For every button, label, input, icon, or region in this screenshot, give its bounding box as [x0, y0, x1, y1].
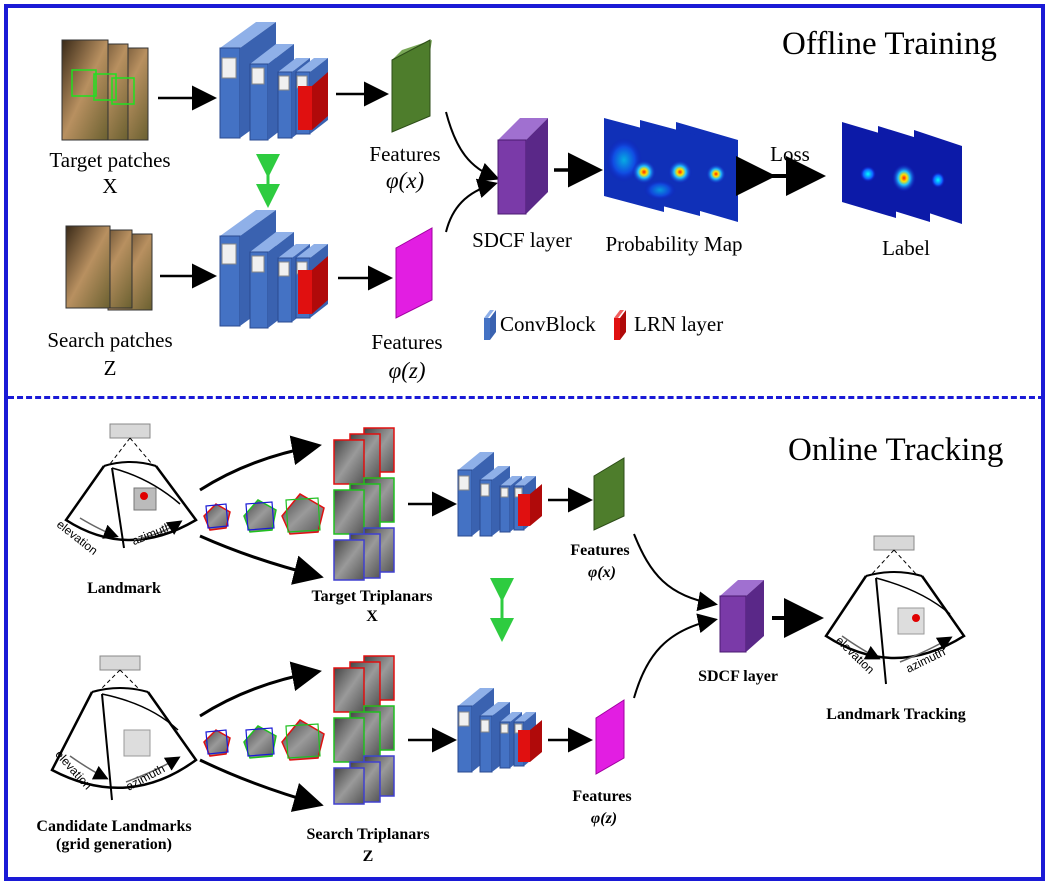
legend-lrn-label: LRN layer — [634, 312, 724, 336]
arrow — [633, 613, 718, 699]
probability-map — [604, 118, 738, 222]
label-map — [842, 122, 962, 224]
features-x-label: Features — [369, 142, 441, 166]
online-phi-z-label: φ(z) — [590, 810, 618, 827]
figure-frame — [4, 4, 1045, 881]
section-title-offline: Offline Training — [782, 26, 997, 62]
candidate-ultrasound-fan — [50, 655, 198, 801]
legend-lrn-icon — [614, 310, 626, 340]
online-feature-block-z — [595, 699, 625, 775]
arrow — [199, 758, 324, 812]
candidate-label-1: Candidate Landmarks — [36, 818, 192, 835]
tracking-ultrasound-fan — [824, 535, 966, 685]
phi-x-label: φ(x) — [385, 168, 425, 193]
cnn-convblocks-top — [219, 22, 328, 141]
online-cnn-top — [457, 452, 542, 537]
legend-convblock-icon — [484, 310, 496, 340]
triplanar-slices-bottom — [203, 719, 325, 761]
target-patches-image — [61, 39, 149, 141]
search-triplanars-label: Search Triplanars — [306, 826, 430, 843]
online-phi-x-label: φ(x) — [587, 564, 617, 581]
candidate-label-2: (grid generation) — [56, 836, 172, 853]
target-patches-label: Target patches — [49, 148, 171, 172]
online-feature-block-x — [593, 457, 625, 531]
online-features-x-label: Features — [570, 542, 630, 559]
section-title-online: Online Tracking — [788, 432, 1004, 468]
sdcf-label-offline: SDCF layer — [472, 228, 572, 252]
legend-convblock-label: ConvBlock — [500, 312, 596, 336]
target-patches-var: X — [102, 174, 118, 198]
triplanar-slices-top — [203, 493, 325, 535]
sdcf-layer-offline — [497, 118, 548, 215]
target-triplanars-label: Target Triplanars — [311, 588, 433, 605]
landmark-label: Landmark — [87, 580, 161, 597]
search-triplanars-var: Z — [362, 848, 374, 865]
loss-label: Loss — [770, 142, 810, 166]
landmark-ultrasound-fan — [64, 423, 198, 549]
search-patches-image — [65, 225, 153, 311]
phi-z-label: φ(z) — [388, 358, 426, 383]
search-triplanars-stack — [333, 655, 395, 805]
arrow — [199, 534, 324, 585]
features-z-label: Features — [371, 330, 443, 354]
arrow — [199, 435, 322, 492]
sdcf-label-online: SDCF layer — [698, 668, 778, 685]
section-divider — [8, 396, 1044, 399]
arrow — [445, 111, 500, 182]
feature-block-x — [391, 39, 432, 133]
cnn-convblocks-bottom — [219, 210, 328, 329]
sdcf-layer-online — [719, 580, 764, 653]
landmark-tracking-label: Landmark Tracking — [826, 706, 966, 723]
online-features-z-label: Features — [572, 788, 632, 805]
search-patches-var: Z — [103, 356, 117, 380]
feature-block-z — [395, 227, 433, 319]
target-triplanars-var: X — [366, 608, 378, 625]
target-triplanars-stack — [333, 427, 395, 581]
arrow — [633, 533, 718, 612]
search-patches-label: Search patches — [47, 328, 173, 352]
arrow — [199, 661, 322, 718]
online-cnn-bottom — [457, 688, 542, 773]
probability-map-label: Probability Map — [605, 232, 743, 256]
label-map-label: Label — [882, 236, 930, 260]
arrow — [445, 178, 498, 233]
